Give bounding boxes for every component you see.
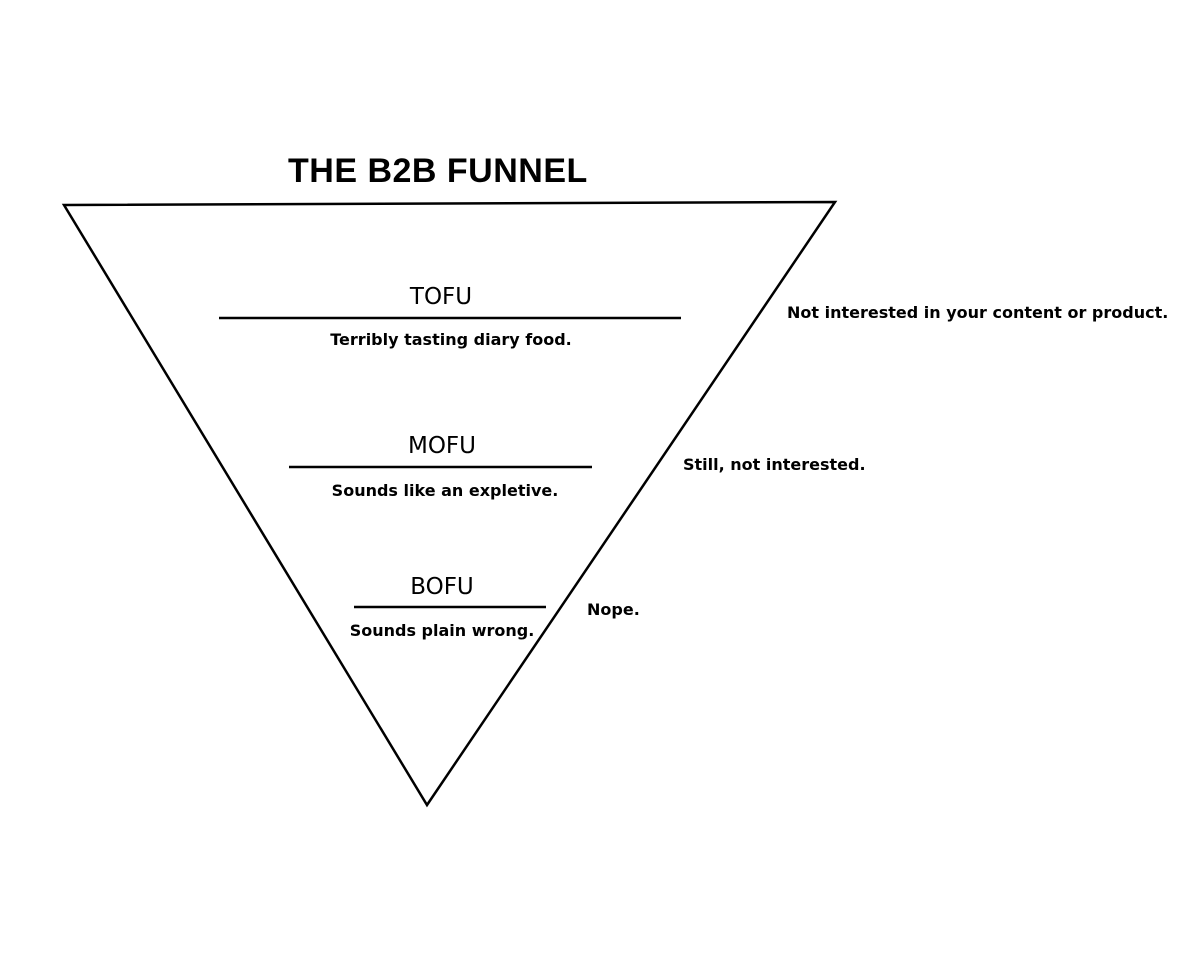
stage-label-bofu: BOFU xyxy=(410,574,474,600)
stage-description-tofu: Terribly tasting diary food. xyxy=(330,330,572,349)
funnel-triangle xyxy=(61,200,838,808)
stage-description-mofu: Sounds like an expletive. xyxy=(331,481,559,500)
stage-note-bofu: Nope. xyxy=(587,600,640,619)
stage-label-mofu: MOFU xyxy=(407,433,476,459)
stage-note-mofu: Still, not interested. xyxy=(683,455,866,474)
diagram-title: THE B2B FUNNEL xyxy=(288,152,588,190)
stage-note-tofu: Not interested in your content or produc… xyxy=(787,303,1169,322)
stage-label-tofu: TOFU xyxy=(409,284,473,310)
stage-description-bofu: Sounds plain wrong. xyxy=(349,621,535,640)
